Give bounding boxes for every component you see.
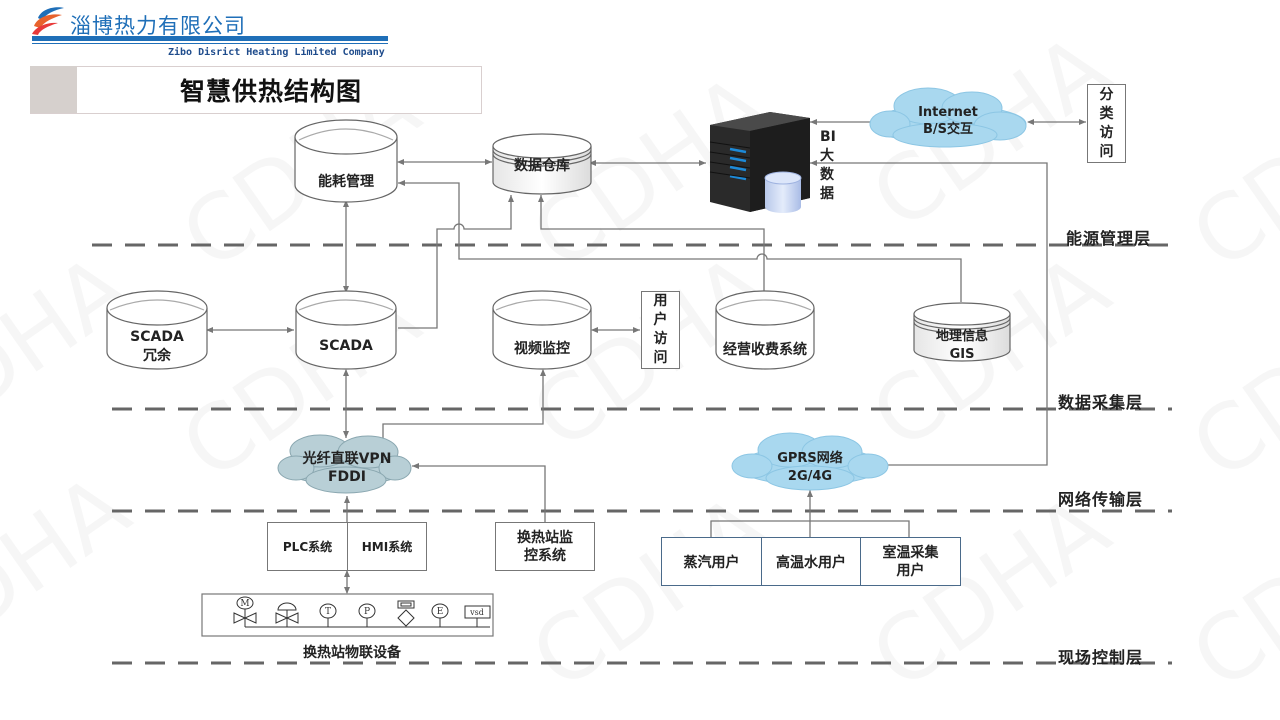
link-scada-warehouse bbox=[398, 195, 514, 329]
category-access-char: 问 bbox=[1099, 143, 1114, 160]
scada-redundant-line2: 冗余 bbox=[143, 348, 171, 364]
station-monitor-box[interactable]: 换热站监 控系统 bbox=[495, 522, 595, 571]
cylinder-billing bbox=[715, 290, 815, 370]
database-icon bbox=[764, 171, 802, 213]
gis-label-line2: GIS bbox=[949, 347, 975, 362]
layer-label-data: 数据采集层 bbox=[1058, 393, 1144, 412]
gprs-line1: GPRS网络 bbox=[777, 451, 843, 466]
cloud-fiber-vpn bbox=[277, 434, 412, 494]
device-symbol-t: T bbox=[325, 607, 331, 617]
category-access-char: 类 bbox=[1099, 105, 1114, 122]
steam-users-label: 蒸汽用户 bbox=[683, 554, 740, 571]
category-access-char: 访 bbox=[1099, 124, 1114, 141]
cylinder-gis bbox=[913, 302, 1011, 362]
layer-label-energy: 能源管理层 bbox=[1066, 229, 1152, 248]
internet-label: Internet B/S交互 bbox=[898, 104, 998, 138]
cloud-internet bbox=[869, 87, 1027, 148]
bi-label-line: 数 bbox=[820, 167, 834, 183]
company-name-en: Zibo Disrict Heating Limited Company bbox=[168, 47, 385, 58]
user-access-char: 访 bbox=[653, 331, 668, 347]
hot-water-users-label: 高温水用户 bbox=[776, 554, 846, 571]
bi-big-data-label: BI 大 数 据 bbox=[820, 128, 836, 204]
plc-system-box[interactable]: PLC系统 bbox=[267, 522, 348, 571]
link-gprs-bi bbox=[810, 160, 1048, 466]
gprs-label: GPRS网络 2G/4G bbox=[750, 450, 870, 486]
gis-label-line1: 地理信息 bbox=[935, 329, 988, 344]
station-monitor-line2: 控系统 bbox=[524, 547, 566, 564]
page-title: 智慧供热结构图 bbox=[180, 77, 363, 106]
iot-device-symbols bbox=[233, 596, 491, 628]
company-name-cn: 淄博热力有限公司 bbox=[70, 14, 246, 38]
fiber-vpn-line2: FDDI bbox=[327, 469, 366, 485]
hmi-system-box[interactable]: HMI系统 bbox=[347, 522, 427, 571]
scada-redundant-label: SCADA 冗余 bbox=[107, 328, 207, 366]
cylinder-scada bbox=[295, 290, 397, 370]
plc-system-label: PLC系统 bbox=[282, 540, 333, 554]
hot-water-users-box[interactable]: 高温水用户 bbox=[761, 537, 861, 586]
cylinder-scada-redundant bbox=[106, 290, 208, 370]
station-monitor-line1: 换热站监 bbox=[517, 529, 573, 546]
gis-label: 地理信息 GIS bbox=[914, 328, 1010, 364]
cylinder-data-warehouse bbox=[492, 133, 592, 195]
internet-label-line1: Internet bbox=[918, 105, 978, 120]
layer-label-field: 现场控制层 bbox=[1058, 648, 1144, 667]
link-billing-warehouse bbox=[538, 195, 765, 292]
internet-label-line2: B/S交互 bbox=[922, 122, 974, 137]
scada-label: SCADA bbox=[319, 338, 373, 354]
cylinder-energy-mgmt bbox=[294, 119, 398, 203]
steam-users-box[interactable]: 蒸汽用户 bbox=[661, 537, 762, 586]
fiber-vpn-label: 光纤直联VPN FDDI bbox=[280, 450, 414, 486]
cloud-gprs bbox=[731, 432, 889, 491]
room-temp-users-box[interactable]: 室温采集 用户 bbox=[860, 537, 961, 586]
title-accent-block bbox=[30, 66, 77, 113]
room-temp-users-line1: 室温采集 bbox=[882, 544, 939, 561]
cylinder-video-monitor bbox=[492, 290, 592, 370]
bi-label-line: 大 bbox=[820, 148, 834, 164]
iot-devices-label: 换热站物联设备 bbox=[303, 645, 401, 661]
data-warehouse-label: 数据仓库 bbox=[514, 158, 570, 174]
user-access-box[interactable]: 用 户 访 问 bbox=[641, 291, 680, 369]
video-monitor-label: 视频监控 bbox=[514, 341, 570, 357]
category-access-box[interactable]: 分 类 访 问 bbox=[1087, 84, 1126, 163]
bi-label-line: 据 bbox=[820, 186, 834, 202]
category-access-char: 分 bbox=[1099, 86, 1114, 103]
user-access-char: 户 bbox=[653, 312, 668, 328]
header-divider bbox=[32, 36, 388, 41]
hmi-system-label: HMI系统 bbox=[361, 540, 413, 554]
user-access-char: 用 bbox=[653, 293, 668, 309]
device-symbol-m: M bbox=[240, 599, 249, 609]
company-logo-icon bbox=[32, 7, 64, 35]
link-station-fiber bbox=[412, 463, 546, 523]
device-symbol-e: E bbox=[437, 607, 444, 617]
link-gis-energy bbox=[398, 180, 962, 302]
gprs-line2: 2G/4G bbox=[787, 469, 833, 484]
fiber-vpn-line1: 光纤直联VPN bbox=[302, 451, 392, 467]
header-divider-thin bbox=[32, 43, 388, 44]
energy-mgmt-label: 能耗管理 bbox=[318, 174, 374, 190]
device-symbol-p: P bbox=[364, 607, 370, 617]
title-panel bbox=[30, 66, 482, 114]
link-video-fiber bbox=[382, 369, 546, 440]
room-temp-users-line2: 用户 bbox=[896, 562, 925, 579]
bi-label-line: BI bbox=[820, 129, 836, 145]
user-access-char: 问 bbox=[653, 350, 668, 366]
layer-label-network: 网络传输层 bbox=[1058, 490, 1144, 509]
device-symbol-vsd: vsd bbox=[469, 608, 484, 617]
scada-redundant-line1: SCADA bbox=[130, 329, 184, 345]
billing-system-label: 经营收费系统 bbox=[723, 342, 807, 358]
